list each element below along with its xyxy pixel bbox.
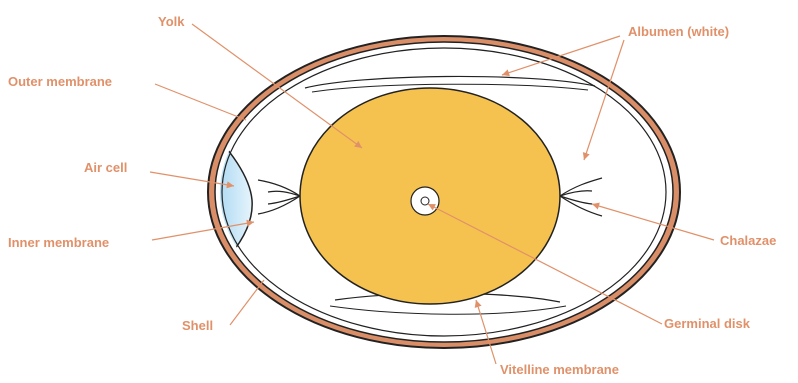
label-germinal-disk: Germinal disk bbox=[664, 316, 751, 331]
label-air-cell: Air cell bbox=[84, 160, 127, 175]
label-shell: Shell bbox=[182, 318, 213, 333]
label-chalazae: Chalazae bbox=[720, 233, 776, 248]
label-yolk: Yolk bbox=[158, 14, 185, 29]
outer-membrane-pointer bbox=[155, 84, 246, 120]
label-inner-membrane: Inner membrane bbox=[8, 235, 109, 250]
label-albumen: Albumen (white) bbox=[628, 24, 729, 39]
shell-pointer bbox=[230, 280, 264, 325]
label-vitelline-membrane: Vitelline membrane bbox=[500, 362, 619, 377]
label-outer-membrane: Outer membrane bbox=[8, 74, 112, 89]
germinal-disk-inner bbox=[421, 197, 429, 205]
